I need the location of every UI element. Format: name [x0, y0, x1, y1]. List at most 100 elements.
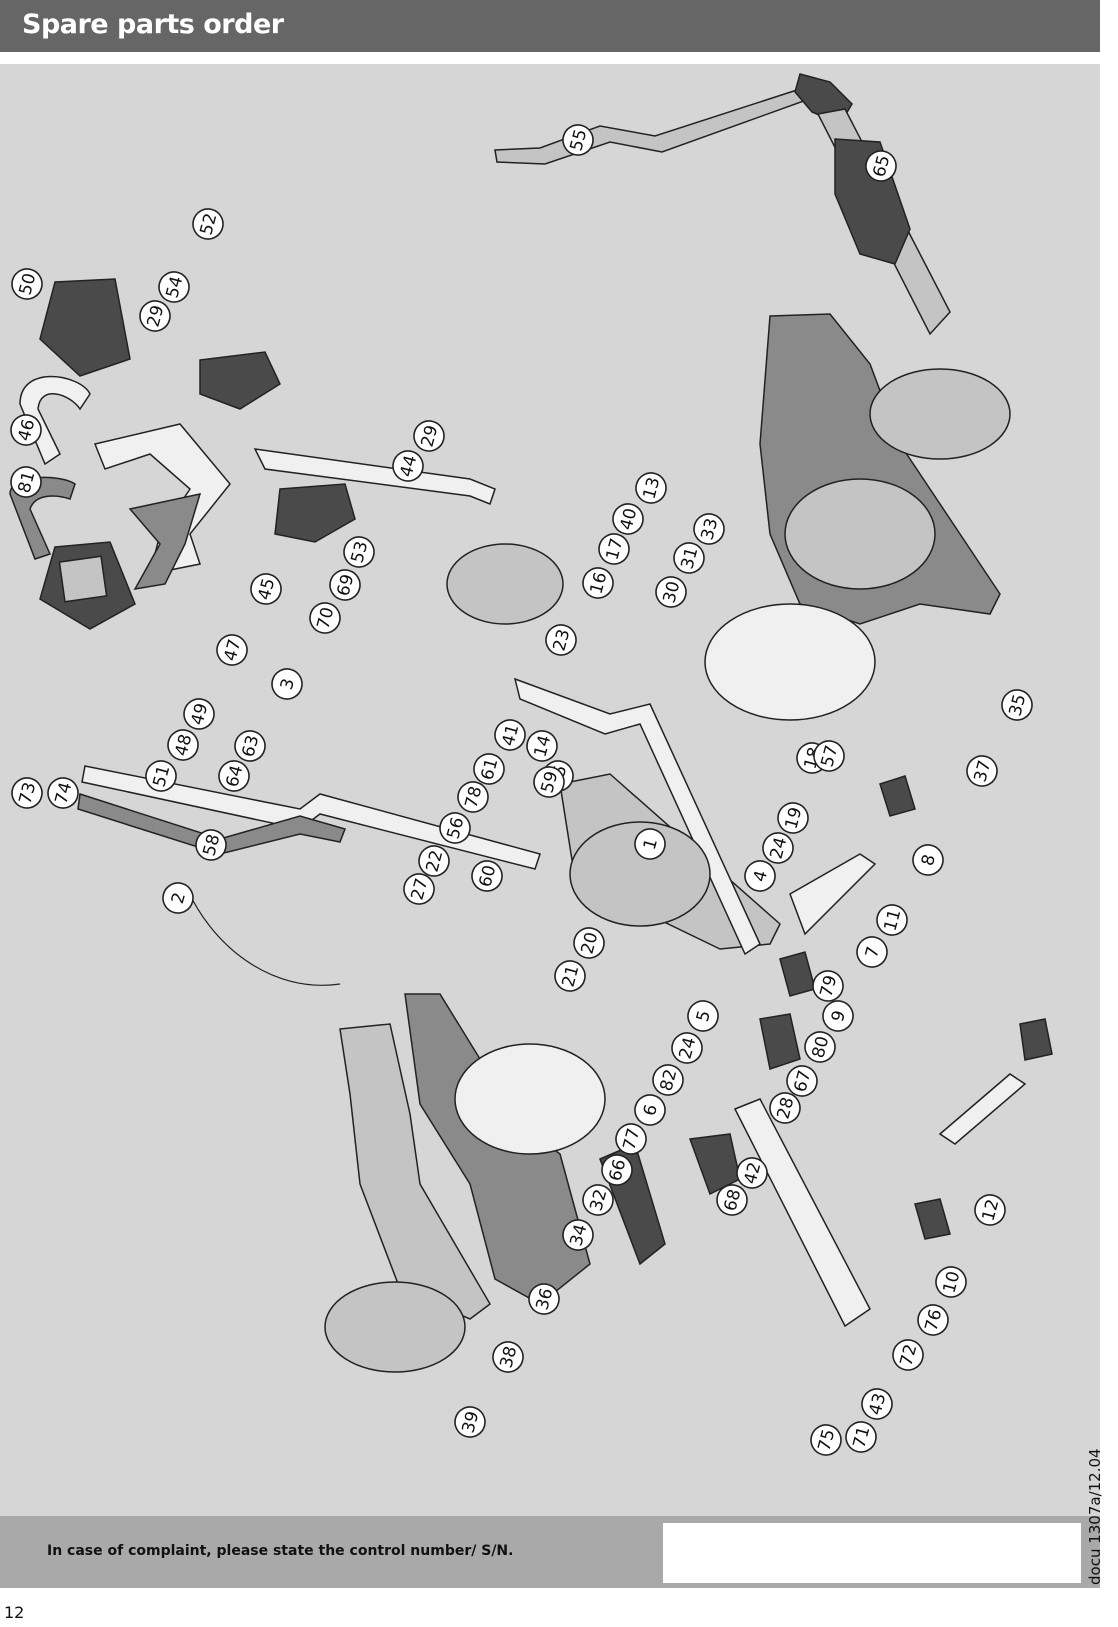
callout-55: 55 — [562, 124, 594, 156]
document-code: docu 1307a/12.04 — [1086, 1448, 1104, 1585]
callout-70: 70 — [309, 602, 341, 634]
seat-slide-part — [77, 793, 346, 855]
callout-38: 38 — [492, 1341, 524, 1373]
console-back-part — [39, 278, 131, 377]
callout-39: 39 — [454, 1406, 486, 1438]
callout-11: 11 — [876, 904, 908, 936]
callout-69: 69 — [329, 569, 361, 601]
callout-35: 35 — [1001, 689, 1033, 721]
seat-tube-part — [81, 765, 541, 870]
callout-29: 29 — [413, 420, 445, 452]
long-stabilizer-tube-part — [733, 1098, 871, 1328]
callout-66: 66 — [601, 1154, 633, 1186]
callout-label: 6 — [640, 1102, 662, 1118]
callout-44: 44 — [392, 450, 424, 482]
callout-82: 82 — [652, 1064, 684, 1096]
callout-30: 30 — [655, 576, 687, 608]
callout-59: 59 — [533, 766, 565, 798]
callout-50: 50 — [11, 268, 43, 300]
page-header: Spare parts order — [0, 0, 1100, 52]
callout-60: 60 — [471, 860, 503, 892]
callout-45: 45 — [250, 573, 282, 605]
callout-46: 46 — [10, 414, 42, 446]
pedal-upper-part — [834, 138, 911, 265]
mount-tube-sleeve-part — [128, 493, 202, 590]
callout-2: 2 — [162, 882, 194, 914]
callout-61: 61 — [473, 753, 505, 785]
callout-71: 71 — [845, 1421, 877, 1453]
exploded-view-drawing: 1234567891011121314151617181920212223242… — [9, 73, 1053, 1456]
callout-73: 73 — [11, 777, 43, 809]
rear-stabilizer-part — [938, 1073, 1027, 1145]
callout-8: 8 — [912, 844, 944, 876]
callout-label: 7 — [862, 944, 884, 960]
callout-24: 24 — [762, 832, 794, 864]
callout-7: 7 — [856, 936, 888, 968]
callout-28: 28 — [769, 1092, 801, 1124]
serial-number-box — [663, 1523, 1081, 1583]
callout-12: 12 — [974, 1194, 1006, 1226]
callout-3: 3 — [271, 668, 303, 700]
callout-5: 5 — [687, 1000, 719, 1032]
main-frame-tube-part — [513, 677, 761, 956]
callout-77: 77 — [615, 1123, 647, 1155]
callout-53: 53 — [343, 536, 375, 568]
motor-housing-part — [274, 483, 356, 543]
callout-1: 1 — [634, 828, 666, 860]
callout-label: 9 — [828, 1008, 850, 1024]
callout-20: 20 — [573, 927, 605, 959]
callout-4: 4 — [744, 860, 776, 892]
foot-cap-9-part — [779, 951, 816, 997]
left-cover-outer-part — [339, 1023, 491, 1320]
callout-80: 80 — [804, 1031, 836, 1063]
callout-label: 1 — [640, 836, 662, 852]
callout-43: 43 — [861, 1388, 893, 1420]
callout-32: 32 — [582, 1184, 614, 1216]
callout-label: 4 — [750, 868, 772, 884]
right-cover-disc-part — [869, 368, 1011, 460]
callout-72: 72 — [892, 1339, 924, 1371]
callout-17: 17 — [598, 533, 630, 565]
callout-54: 54 — [158, 271, 190, 303]
callout-40: 40 — [612, 503, 644, 535]
foot-support-67-part — [759, 1013, 801, 1070]
callout-21: 21 — [554, 960, 586, 992]
callout-36: 36 — [528, 1283, 560, 1315]
callout-64: 64 — [218, 760, 250, 792]
callout-9: 9 — [822, 1000, 854, 1032]
callout-27: 27 — [403, 873, 435, 905]
foot-cap-10-part — [914, 1198, 951, 1240]
frame-disc-part — [569, 821, 711, 927]
callout-6: 6 — [634, 1094, 666, 1126]
left-flywheel-disc-part — [454, 1043, 606, 1155]
callout-label: 3 — [277, 676, 299, 692]
front-stabilizer-part — [789, 853, 877, 936]
callout-52: 52 — [192, 208, 224, 240]
foot-cap-end-part — [1019, 1018, 1053, 1061]
callout-79: 79 — [812, 970, 844, 1002]
callout-23: 23 — [545, 624, 577, 656]
complaint-notice: In case of complaint, please state the c… — [47, 1543, 514, 1559]
callout-label: 2 — [168, 890, 190, 906]
callout-33: 33 — [693, 513, 725, 545]
flywheel-disc-part — [704, 603, 876, 721]
cover-inner-hole — [784, 478, 936, 590]
callout-56: 56 — [439, 812, 471, 844]
callout-51: 51 — [145, 760, 177, 792]
callout-48: 48 — [167, 729, 199, 761]
exploded-parts-diagram: 1234567891011121314151617181920212223242… — [0, 64, 1100, 1516]
callout-63: 63 — [234, 730, 266, 762]
callout-78: 78 — [457, 781, 489, 813]
callout-65: 65 — [865, 150, 897, 182]
callout-67: 67 — [786, 1065, 818, 1097]
page-title: Spare parts order — [22, 9, 284, 40]
callout-31: 31 — [673, 542, 705, 574]
handlebar-part — [19, 375, 91, 466]
callout-76: 76 — [917, 1304, 949, 1336]
callout-label: 5 — [693, 1008, 715, 1024]
upright-tube-part — [253, 448, 496, 505]
callout-81: 81 — [10, 466, 42, 498]
console-bracket-part — [199, 351, 281, 410]
callout-label: 8 — [918, 852, 940, 868]
callout-34: 34 — [562, 1219, 594, 1251]
